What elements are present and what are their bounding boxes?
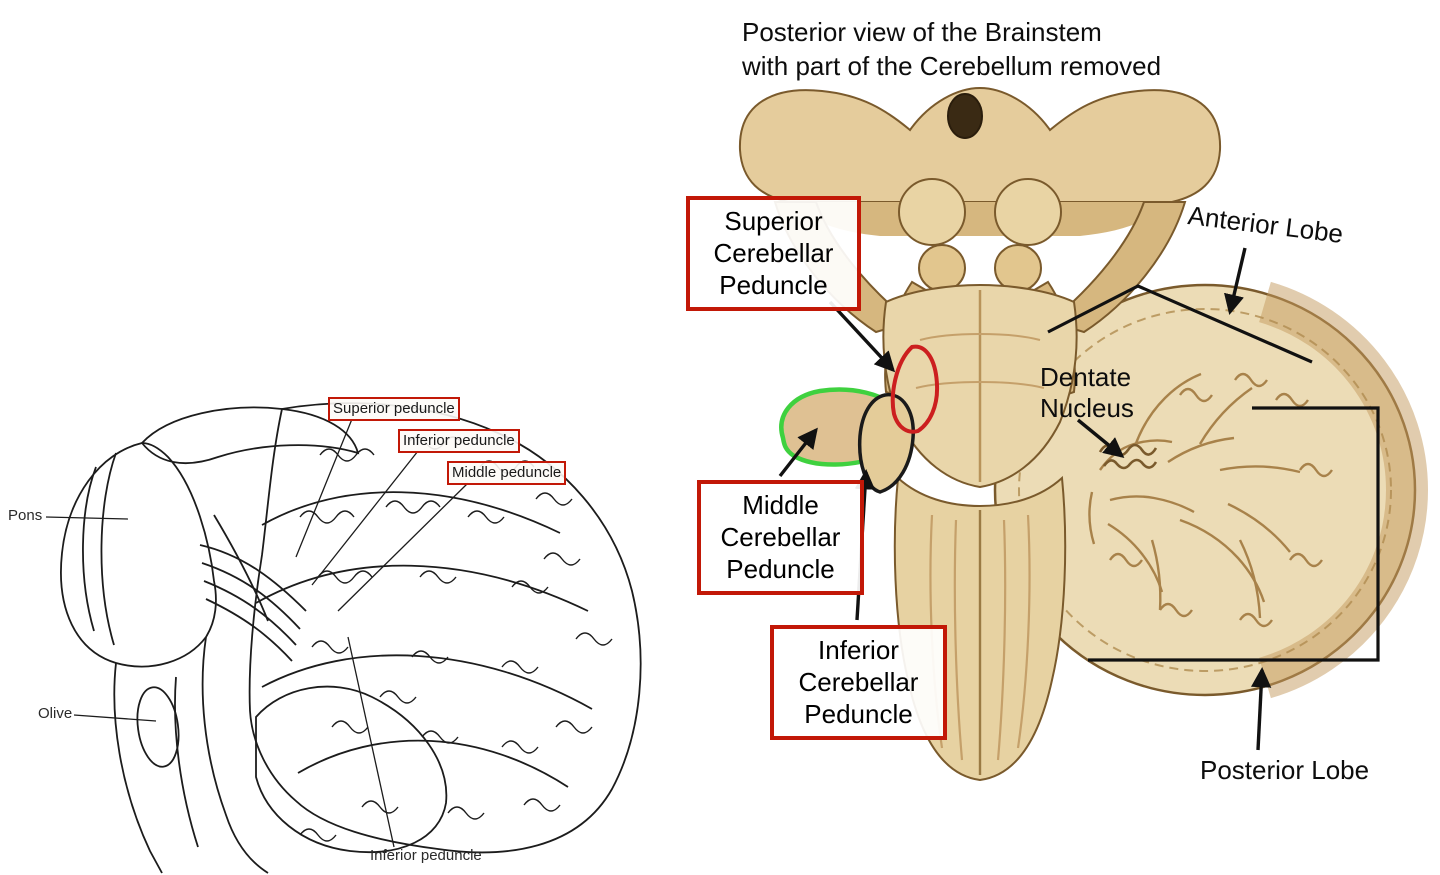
cerebellum-cross-section — [993, 281, 1428, 699]
brainstem-illustration — [738, 86, 1428, 782]
posterior-view-diagram: Posterior view of the Brainstem with par… — [680, 0, 1440, 800]
label-dentate-nucleus: Dentate Nucleus — [1040, 362, 1134, 423]
label-pons: Pons — [8, 507, 43, 524]
label-inferior-cerebellar-peduncle: Inferior Cerebellar Peduncle — [770, 625, 947, 740]
cerebellum-outline — [248, 402, 642, 854]
superior-peduncle-region — [890, 344, 940, 434]
diagram-title: Posterior view of the Brainstem with par… — [742, 17, 1162, 81]
arrow-anterior-lobe — [1224, 247, 1247, 315]
label-superior-cerebellar-peduncle: Superior Cerebellar Peduncle — [686, 196, 861, 311]
pons-outline — [60, 442, 217, 668]
leader-lines — [45, 418, 469, 848]
label-middle-cerebellar-peduncle: Middle Cerebellar Peduncle — [697, 480, 864, 595]
label-posterior-lobe: Posterior Lobe — [1200, 755, 1370, 785]
lateral-view-diagram: Superior peduncle Inferior peduncle Midd… — [0, 395, 645, 875]
label-middle-peduncle: Middle peduncle — [447, 461, 567, 486]
medulla-outline — [113, 662, 163, 874]
velum-flap-outline — [140, 406, 360, 464]
inferior-peduncle-region — [857, 393, 915, 494]
arrow-dentate-nucleus — [1076, 418, 1125, 458]
label-olive: Olive — [38, 705, 73, 722]
label-inferior-peduncle: Inferior peduncle — [398, 429, 520, 454]
arrow-posterior-lobe — [1250, 666, 1272, 751]
arrow-middle-peduncle — [778, 427, 818, 478]
peduncle-fibers — [199, 544, 307, 662]
lobe-boundary-outline — [1047, 284, 1380, 662]
arrow-superior-peduncle — [828, 300, 896, 373]
olive-outline — [136, 686, 180, 768]
label-inferior-peduncle-lower: Inferior peduncle — [370, 847, 482, 864]
folia-texture — [1088, 372, 1333, 628]
label-superior-peduncle: Superior peduncle — [328, 397, 460, 422]
